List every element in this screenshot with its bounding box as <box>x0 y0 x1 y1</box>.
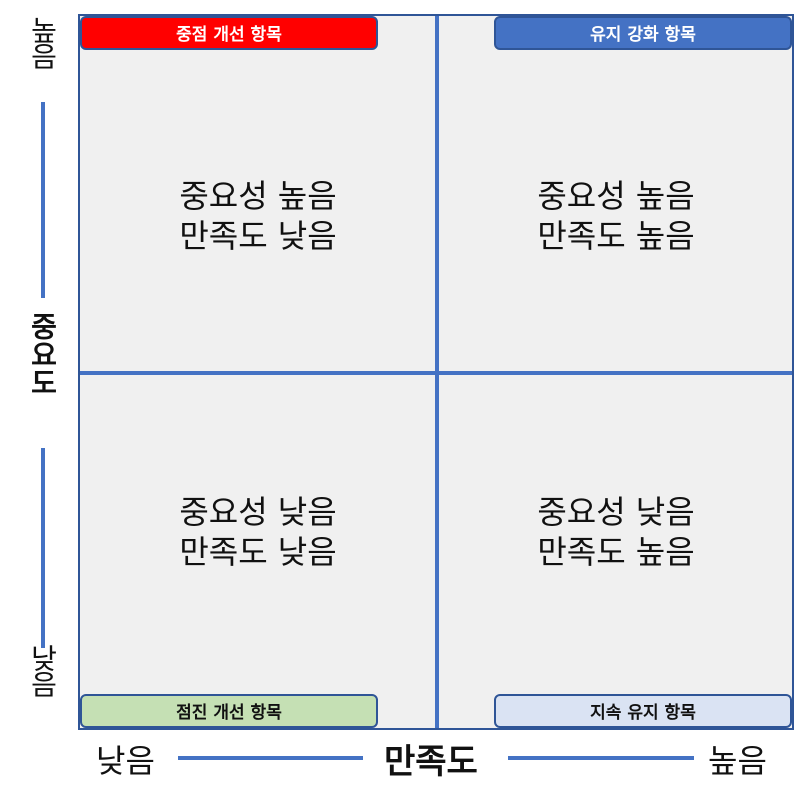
quadrant-line1: 중요성 낮음 <box>179 493 337 531</box>
quadrant-line2: 만족도 낮음 <box>179 217 337 255</box>
quadrant-line1: 중요성 높음 <box>179 177 337 215</box>
tag-gradual-improve: 점진 개선 항목 <box>80 694 378 728</box>
quadrant-line2: 만족도 높음 <box>537 533 695 571</box>
y-axis-high-label: 높음 <box>26 16 59 68</box>
x-axis-line-left <box>178 756 363 760</box>
tag-focus-improve: 중점 개선 항목 <box>80 16 378 50</box>
quadrant-top-left: 중요성 높음 만족도 낮음 <box>80 176 436 256</box>
x-axis-line-right <box>508 756 694 760</box>
y-axis-low-label: 낮음 <box>26 644 59 696</box>
quadrant-line1: 중요성 높음 <box>537 177 695 215</box>
y-axis-line-upper <box>41 102 45 298</box>
quadrant-line2: 만족도 높음 <box>537 217 695 255</box>
x-axis-high-label: 높음 <box>708 742 767 780</box>
quadrant-line1: 중요성 낮음 <box>537 493 695 531</box>
horizontal-divider <box>80 371 792 375</box>
x-axis-title: 만족도 <box>384 742 478 782</box>
tag-continue-maintain: 지속 유지 항목 <box>494 694 792 728</box>
quadrant-bottom-right: 중요성 낮음 만족도 높음 <box>438 492 794 572</box>
x-axis-low-label: 낮음 <box>96 742 155 780</box>
quadrant-bottom-left: 중요성 낮음 만족도 낮음 <box>80 492 436 572</box>
quadrant-top-right: 중요성 높음 만족도 높음 <box>438 176 794 256</box>
matrix-grid: 중점 개선 항목 유지 강화 항목 점진 개선 항목 지속 유지 항목 중요성 … <box>78 14 794 730</box>
quadrant-line2: 만족도 낮음 <box>179 533 337 571</box>
y-axis-title: 중요도 <box>26 312 59 396</box>
tag-maintain-strengthen: 유지 강화 항목 <box>494 16 792 50</box>
y-axis-line-lower <box>41 448 45 648</box>
